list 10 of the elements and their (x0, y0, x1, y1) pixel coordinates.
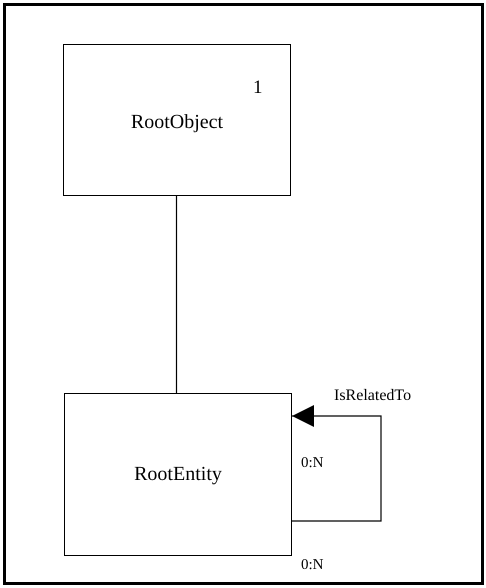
entity-box (64, 393, 292, 556)
edge-label: IsRelatedTo (334, 388, 412, 404)
arrow (292, 405, 382, 522)
cardinality-label: 0:N (301, 558, 324, 573)
entity-name: RootObject (130, 111, 224, 134)
cardinality-label: 1 (253, 78, 262, 97)
cardinality-label: 0:N (301, 456, 324, 471)
entity-name: RootEntity (134, 463, 222, 486)
entity-box (63, 44, 291, 196)
connector-line (176, 196, 178, 393)
